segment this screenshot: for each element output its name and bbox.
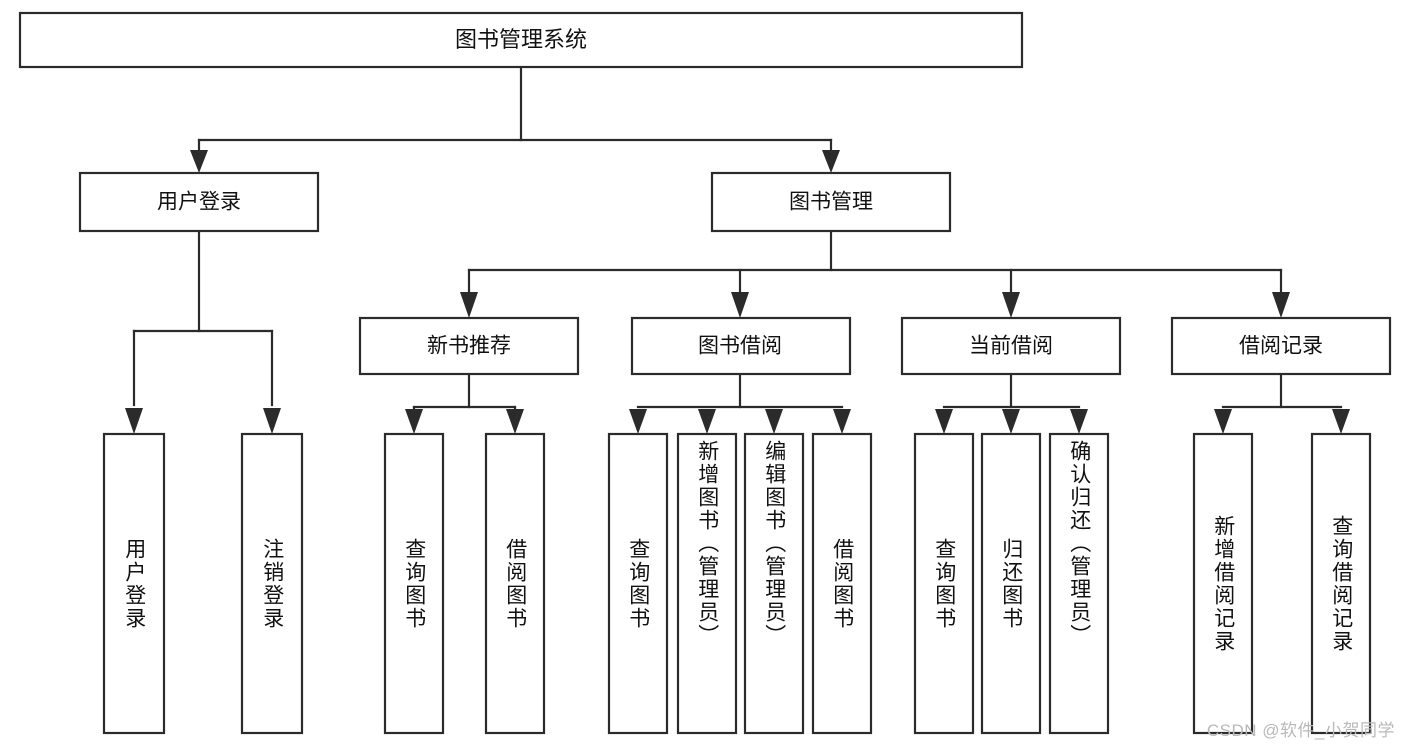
arrow-to-leaf-logout xyxy=(263,408,281,434)
node-current-borrow-label: 当前借阅 xyxy=(969,335,1053,358)
arrow-to-bb-leaf-4 xyxy=(833,409,851,434)
arrow-to-cb-leaf-1 xyxy=(935,409,953,434)
leaf-box-borrow-record-1[interactable] xyxy=(1192,432,1254,735)
leaf-box-user-login-2[interactable] xyxy=(240,432,304,735)
leaf-box-borrow-record-2[interactable] xyxy=(1310,432,1372,735)
node-borrow-record-label: 借阅记录 xyxy=(1239,335,1323,358)
arrow-to-bb-leaf-2 xyxy=(698,409,716,434)
leaf-box-current-borrow-3[interactable] xyxy=(1048,432,1110,735)
node-book-manage-label: 图书管理 xyxy=(789,191,873,214)
node-book-borrow-box[interactable] xyxy=(630,316,852,376)
leaf-box-book-borrow-3[interactable] xyxy=(743,432,805,735)
connector-layer xyxy=(125,65,1350,434)
arrow-to-book-manage xyxy=(822,150,840,173)
arrow-to-borrow-record xyxy=(1272,292,1290,318)
node-user-login[interactable]: 用户登录 xyxy=(78,171,320,233)
node-user-login-box[interactable] xyxy=(78,171,320,233)
node-borrow-record-box[interactable] xyxy=(1170,316,1392,376)
node-book-manage-box[interactable] xyxy=(710,171,952,233)
node-new-book-rec[interactable]: 新书推荐 xyxy=(358,316,580,376)
node-root-box[interactable] xyxy=(18,11,1024,69)
arrow-to-user-login xyxy=(190,150,208,173)
node-layer: 图书管理系统 用户登录 图书管理 新书推荐 图书借阅 xyxy=(18,11,1392,735)
leaf-box-new-book-rec-2[interactable] xyxy=(484,432,546,735)
leaf-box-new-book-rec-1[interactable] xyxy=(383,432,445,735)
arrow-to-br-leaf-1 xyxy=(1214,409,1232,434)
node-new-book-rec-label: 新书推荐 xyxy=(427,335,511,358)
node-root-label: 图书管理系统 xyxy=(455,27,587,52)
node-book-manage[interactable]: 图书管理 xyxy=(710,171,952,233)
node-current-borrow-box[interactable] xyxy=(900,316,1122,376)
node-current-borrow[interactable]: 当前借阅 xyxy=(900,316,1122,376)
arrow-to-new-book-rec xyxy=(460,292,478,318)
node-book-borrow-label: 图书借阅 xyxy=(698,335,782,358)
arrow-to-bb-leaf-3 xyxy=(765,409,783,434)
leaf-box-book-borrow-4[interactable] xyxy=(811,432,873,735)
arrow-to-current-borrow xyxy=(1002,292,1020,318)
node-new-book-rec-box[interactable] xyxy=(358,316,580,376)
arrow-to-cb-leaf-2 xyxy=(1002,409,1020,434)
node-book-borrow[interactable]: 图书借阅 xyxy=(630,316,852,376)
node-root[interactable]: 图书管理系统 xyxy=(18,11,1024,69)
node-borrow-record[interactable]: 借阅记录 xyxy=(1170,316,1392,376)
arrow-to-nbr-leaf-1 xyxy=(405,409,423,434)
leaf-box-book-borrow-2[interactable] xyxy=(676,432,738,735)
node-user-login-label: 用户登录 xyxy=(157,191,241,214)
leaf-box-current-borrow-2[interactable] xyxy=(980,432,1042,735)
arrow-to-nbr-leaf-2 xyxy=(506,409,524,434)
arrow-to-br-leaf-2 xyxy=(1332,409,1350,434)
leaf-box-current-borrow-1[interactable] xyxy=(913,432,975,735)
arrow-to-leaf-user-login xyxy=(125,408,143,434)
arrow-to-book-borrow xyxy=(731,292,749,318)
arrow-to-bb-leaf-1 xyxy=(629,409,647,434)
leaf-box-user-login-1[interactable] xyxy=(102,432,166,735)
watermark-text: CSDN @软件_小贺同学 xyxy=(1206,721,1395,740)
arrow-to-cb-leaf-3 xyxy=(1070,409,1088,434)
leaf-box-book-borrow-1[interactable] xyxy=(607,432,669,735)
